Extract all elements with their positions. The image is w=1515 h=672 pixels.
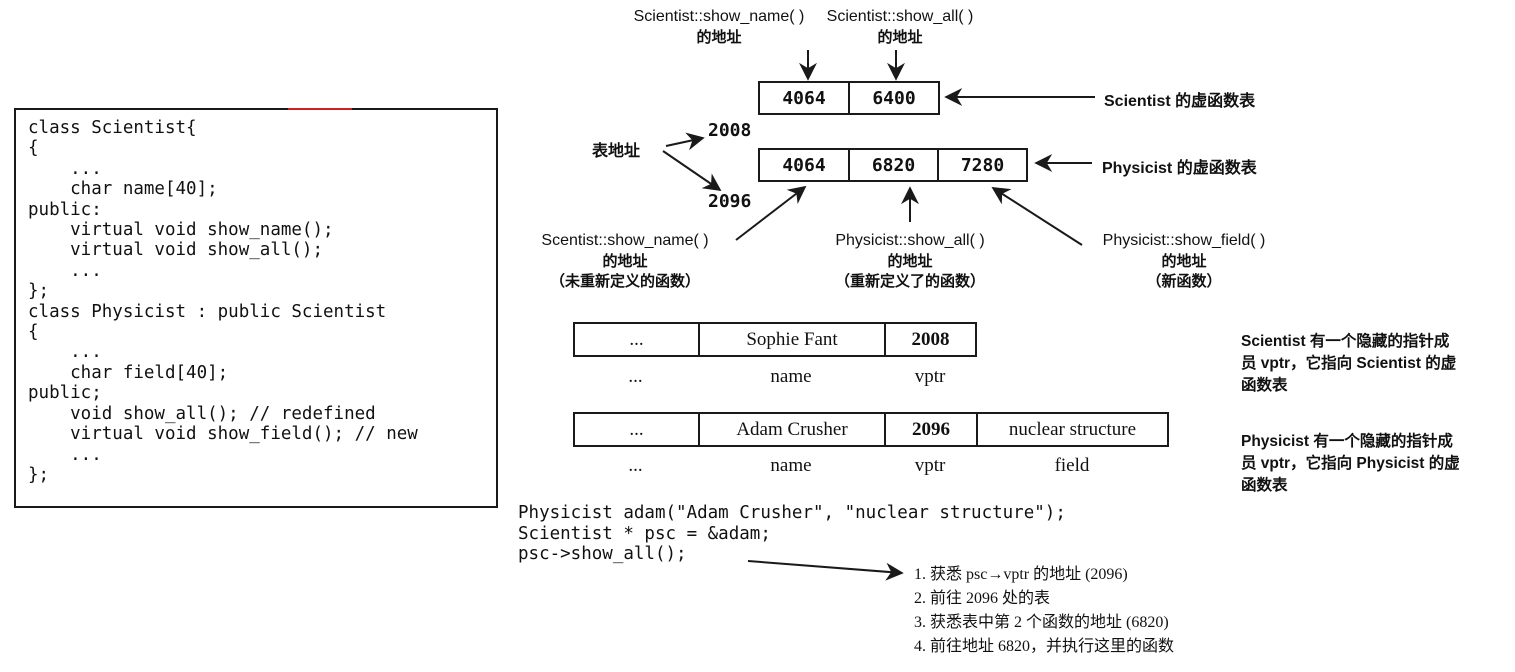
scientist-vtable-address: 2008 bbox=[708, 120, 752, 141]
field-label: vptr bbox=[914, 455, 946, 476]
usage-code-listing: Physicist adam("Adam Crusher", "nuclear … bbox=[518, 503, 1066, 565]
arrow-table-addr-to-2096 bbox=[662, 150, 722, 192]
physicist-object-layout: ... Adam Crusher 2096 nuclear structure bbox=[573, 412, 1169, 447]
field-label: ... bbox=[628, 366, 643, 387]
code-line: ... bbox=[28, 342, 102, 363]
code-line: virtual void show_field(); // new bbox=[28, 424, 418, 445]
arrow-show-all-to-steps bbox=[747, 560, 904, 581]
note-line: 函数表 bbox=[1241, 477, 1288, 494]
call-resolution-steps: 1. 获悉 psc→vptr 的地址 (2096) 2. 前往 2096 处的表… bbox=[914, 563, 1174, 659]
step-item: 4. 前往地址 6820，并执行这里的函数 bbox=[914, 638, 1175, 655]
note-line: 员 vptr，它指向 Scientist 的虚 bbox=[1241, 355, 1457, 372]
vtable-cell: 6820 bbox=[850, 150, 939, 180]
note-line: 员 vptr，它指向 Physicist 的虚 bbox=[1241, 455, 1460, 472]
vtable-cell: 4064 bbox=[760, 150, 850, 180]
object-cell: ... bbox=[575, 414, 700, 445]
code-line: }; bbox=[28, 281, 50, 302]
vtable-cell: 6400 bbox=[872, 87, 916, 109]
accent-mark bbox=[288, 108, 352, 110]
code-line: { bbox=[28, 138, 39, 159]
code-line: ... bbox=[28, 158, 102, 179]
code-line: Physicist adam("Adam Crusher", "nuclear … bbox=[518, 503, 1066, 523]
object-cell-vptr: 2008 bbox=[911, 328, 950, 350]
scientist-object-layout: ... Sophie Fant 2008 bbox=[573, 322, 977, 357]
function-note: （新函数） bbox=[1146, 272, 1222, 290]
code-line: class Physicist : public Scientist bbox=[28, 301, 387, 322]
physicist-vtable-address: 2096 bbox=[708, 191, 752, 212]
physicist-vptr-note: Physicist 有一个隐藏的指针成 员 vptr，它指向 Physicist… bbox=[1241, 431, 1511, 497]
step-item: 2. 前往 2096 处的表 bbox=[914, 590, 1051, 607]
arrow-table-addr-to-2008 bbox=[665, 132, 705, 151]
scientist-vtable-label: Scientist 的虚函数表 bbox=[1104, 93, 1256, 110]
address-caption: 的地址 bbox=[696, 28, 742, 46]
code-line: public; bbox=[28, 383, 102, 404]
step-item: 3. 获悉表中第 2 个函数的地址 (6820) bbox=[914, 614, 1169, 631]
label-phy-show-all-redefined: Physicist::show_all( ) 的地址 （重新定义了的函数） bbox=[810, 231, 1010, 291]
scientist-vptr-note: Scientist 有一个隐藏的指针成 员 vptr，它指向 Scientist… bbox=[1241, 331, 1511, 397]
label-sci-show-name-address: Scientist::show_name( ) 的地址 bbox=[630, 7, 808, 47]
label-phy-show-field-new: Physicist::show_field( ) 的地址 （新函数） bbox=[1084, 231, 1284, 291]
code-line: virtual void show_name(); bbox=[28, 220, 334, 241]
code-line: psc->show_all(); bbox=[518, 544, 687, 564]
note-line: Physicist 有一个隐藏的指针成 bbox=[1241, 433, 1453, 450]
vtable-cell: 7280 bbox=[960, 154, 1005, 176]
code-line: Scientist * psc = &adam; bbox=[518, 523, 771, 544]
code-line: public: bbox=[28, 199, 102, 220]
function-name: Physicist::show_field( ) bbox=[1102, 232, 1266, 249]
object-cell-name: Sophie Fant bbox=[700, 324, 886, 355]
note-line: 函数表 bbox=[1241, 377, 1288, 394]
arrow-sci-show-name-to-phy-vtable bbox=[735, 185, 807, 241]
scientist-vtable: 4064 6400 bbox=[758, 81, 940, 115]
code-line: class Scientist{ bbox=[28, 118, 197, 138]
vtable-cell: 4064 bbox=[760, 83, 850, 113]
physicist-vtable: 4064 6820 7280 bbox=[758, 148, 1028, 182]
address-caption: 的地址 bbox=[877, 28, 923, 46]
class-definition-code-box: class Scientist{ { ... char name[40]; pu… bbox=[14, 108, 498, 508]
code-line: { bbox=[28, 322, 39, 343]
label-sci-show-name-inherited: Scentist::show_name( ) 的地址 （未重新定义的函数） bbox=[520, 231, 730, 291]
function-note: （未重新定义的函数） bbox=[549, 272, 700, 290]
code-line: ... bbox=[28, 444, 102, 465]
address-caption: 的地址 bbox=[602, 252, 648, 270]
object-cell-field: nuclear structure bbox=[1008, 418, 1137, 440]
function-name: Physicist::show_all( ) bbox=[835, 232, 985, 249]
object-cell: ... bbox=[575, 324, 700, 355]
table-address-label: 表地址 bbox=[592, 143, 641, 160]
address-caption: 的地址 bbox=[887, 252, 933, 270]
function-name: Scientist::show_name( ) bbox=[633, 8, 805, 25]
code-line: void show_all(); // redefined bbox=[28, 403, 376, 424]
field-label: ... bbox=[628, 455, 643, 476]
step-item: 1. 获悉 psc→vptr 的地址 (2096) bbox=[914, 566, 1128, 583]
field-label: field bbox=[1054, 455, 1090, 476]
function-note: （重新定义了的函数） bbox=[834, 272, 985, 290]
field-label: name bbox=[770, 366, 812, 387]
object-cell-name: Adam Crusher bbox=[700, 414, 886, 445]
code-line: char field[40]; bbox=[28, 362, 229, 383]
object-cell-vptr: 2096 bbox=[886, 414, 978, 445]
field-label: name bbox=[770, 455, 812, 476]
arrow-phy-show-field-to-phy-vtable bbox=[991, 187, 1083, 246]
code-line: }; bbox=[28, 464, 50, 485]
function-name: Scientist::show_all( ) bbox=[826, 8, 974, 25]
code-line: ... bbox=[28, 260, 102, 281]
function-name: Scentist::show_name( ) bbox=[541, 232, 709, 249]
note-line: Scientist 有一个隐藏的指针成 bbox=[1241, 333, 1450, 350]
address-caption: 的地址 bbox=[1161, 252, 1207, 270]
label-sci-show-all-address: Scientist::show_all( ) 的地址 bbox=[820, 7, 980, 47]
code-line: virtual void show_all(); bbox=[28, 240, 324, 261]
code-line: char name[40]; bbox=[28, 179, 218, 200]
field-label: vptr bbox=[914, 366, 946, 387]
class-code-listing: class Scientist{ { ... char name[40]; pu… bbox=[28, 118, 418, 485]
physicist-vtable-label: Physicist 的虚函数表 bbox=[1102, 160, 1257, 177]
